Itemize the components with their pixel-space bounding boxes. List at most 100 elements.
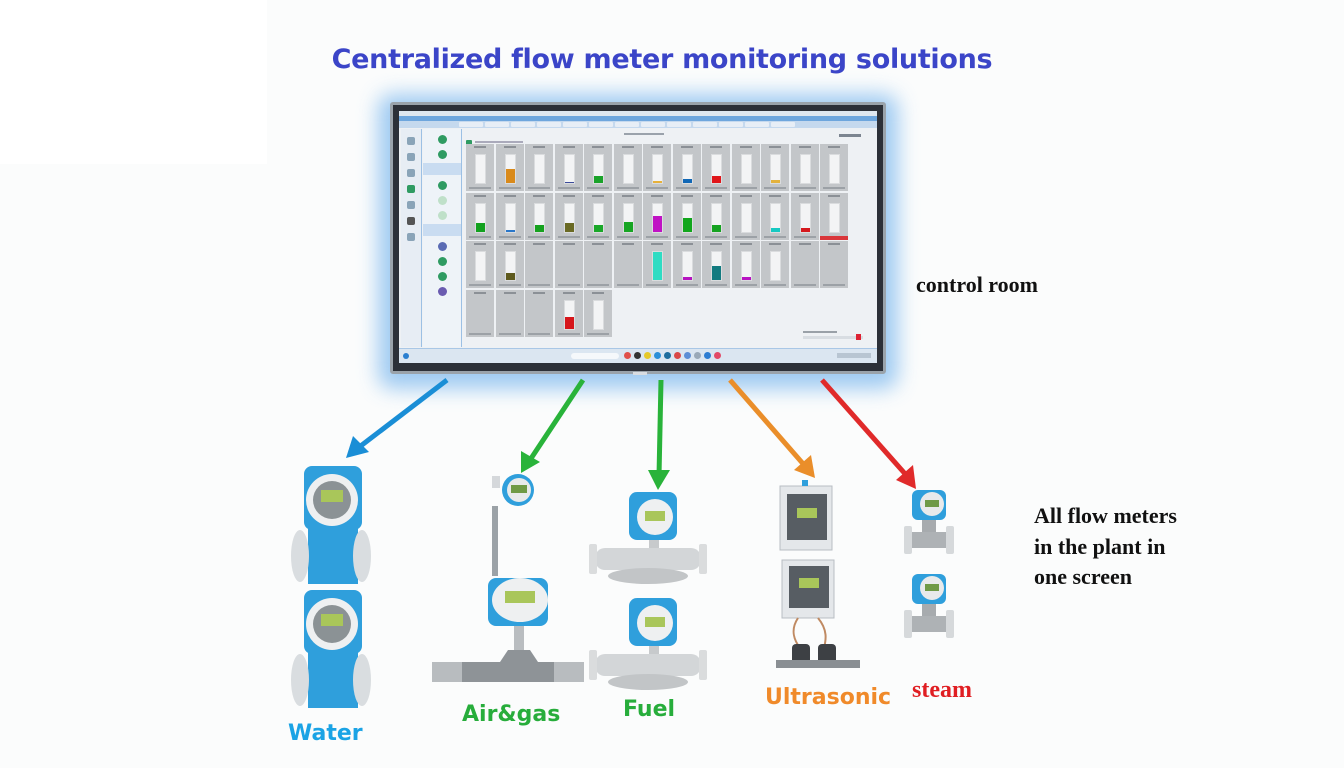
screen-titlebar: [399, 111, 877, 116]
tile-footer: [498, 235, 521, 238]
level-gauge: [799, 154, 811, 184]
flow-meter-tile[interactable]: [643, 192, 671, 240]
flow-meter-tile[interactable]: [820, 144, 848, 191]
level-fill: [623, 221, 633, 232]
flow-meter-tile[interactable]: [495, 192, 524, 240]
tile-footer: [469, 284, 491, 286]
flow-meter-tile[interactable]: [643, 241, 671, 288]
system-tray: [837, 353, 871, 358]
flow-meter-tile[interactable]: [613, 144, 642, 191]
level-gauge: [593, 202, 604, 233]
flow-meter-tile[interactable]: [672, 144, 701, 191]
tile-header: [621, 243, 634, 245]
flow-meter-tile[interactable]: [761, 144, 789, 191]
flow-meter-tile[interactable]: [761, 192, 789, 240]
level-gauge: [563, 154, 575, 184]
flow-meter-tile[interactable]: [525, 144, 553, 191]
category-label-water: Water: [288, 721, 363, 746]
page-title: Centralized flow meter monitoring soluti…: [331, 44, 993, 75]
flow-meter-tile[interactable]: [790, 192, 819, 240]
flow-meter-tile[interactable]: [466, 241, 494, 288]
level-gauge: [740, 154, 752, 184]
flow-meter-tile[interactable]: [613, 241, 642, 288]
flow-meter-tile[interactable]: [790, 144, 819, 191]
flow-meter-tile[interactable]: [643, 144, 671, 191]
flow-meter-tile[interactable]: [495, 144, 524, 191]
flow-meter-tile[interactable]: [731, 192, 760, 240]
flow-meter-tile[interactable]: [584, 192, 612, 240]
thermal-mass-flowmeter: [492, 474, 534, 576]
flow-meter-tile[interactable]: [466, 192, 494, 240]
taskbar-app-icon[interactable]: [644, 352, 651, 359]
screen-nav-sidebar: [401, 129, 422, 347]
taskbar-app-icon[interactable]: [714, 352, 721, 359]
tile-footer: [557, 284, 580, 286]
flow-meter-tile[interactable]: [525, 241, 553, 288]
flow-meter-tile[interactable]: [702, 241, 730, 288]
side-note-line: in the plant in: [1034, 533, 1166, 559]
flow-meter-tile[interactable]: [525, 289, 553, 337]
ultrasonic-sensors: [776, 617, 860, 668]
flow-meter-tile[interactable]: [554, 289, 583, 337]
flow-meter-tile[interactable]: [554, 192, 583, 240]
flow-meter-tile[interactable]: [554, 241, 583, 288]
screen-taskbar: [399, 348, 877, 363]
category-label-steam: steam: [912, 677, 972, 703]
flow-meter-tile[interactable]: [820, 192, 848, 240]
dashboard-legend: [803, 331, 863, 341]
level-fill: [653, 252, 662, 280]
flow-meter-tile[interactable]: [820, 241, 848, 288]
level-fill: [771, 228, 780, 232]
flow-meter-tile[interactable]: [525, 192, 553, 240]
flow-meter-tile[interactable]: [466, 144, 494, 191]
tile-header: [621, 146, 634, 148]
flow-meter-tile[interactable]: [554, 144, 583, 191]
taskbar-app-icon[interactable]: [684, 352, 691, 359]
tile-footer: [646, 284, 668, 286]
flow-meter-tile[interactable]: [731, 241, 760, 288]
tile-header: [798, 243, 811, 245]
flow-meter-tile[interactable]: [790, 241, 819, 288]
flow-meter-tile[interactable]: [702, 144, 730, 191]
level-gauge: [829, 202, 840, 233]
start-icon: [403, 353, 409, 359]
flow-meter-tile[interactable]: [584, 144, 612, 191]
level-gauge: [652, 154, 663, 184]
coriolis-flowmeter: [589, 598, 707, 690]
monitor-logo: [633, 372, 647, 375]
flow-meter-tile[interactable]: [702, 192, 730, 240]
flow-meter-tile[interactable]: [613, 192, 642, 240]
taskbar-app-icon[interactable]: [694, 352, 701, 359]
level-gauge: [475, 251, 486, 281]
taskbar-search: [571, 353, 619, 359]
taskbar-app-icon[interactable]: [664, 352, 671, 359]
level-gauge: [475, 154, 486, 184]
taskbar-app-icon[interactable]: [634, 352, 641, 359]
flow-meter-tile[interactable]: [584, 289, 612, 337]
level-fill: [564, 181, 574, 183]
level-gauge: [622, 202, 634, 233]
taskbar-app-icon[interactable]: [654, 352, 661, 359]
taskbar-app-icon[interactable]: [674, 352, 681, 359]
tile-footer: [557, 187, 580, 189]
tile-footer: [705, 284, 727, 286]
flow-meter-tile[interactable]: [672, 192, 701, 240]
flow-meter-tile[interactable]: [731, 144, 760, 191]
flow-meter-tile[interactable]: [495, 241, 524, 288]
arrow-steam: [820, 378, 916, 489]
level-gauge: [563, 202, 575, 233]
taskbar-app-icon[interactable]: [704, 352, 711, 359]
flow-meter-tile[interactable]: [466, 289, 494, 337]
screen-menubar: [399, 116, 877, 121]
flow-meter-tile[interactable]: [584, 241, 612, 288]
taskbar-app-icon[interactable]: [624, 352, 631, 359]
arrow-ultrasonic: [728, 378, 815, 478]
level-fill: [505, 229, 515, 232]
level-fill: [653, 216, 662, 232]
tile-header: [651, 194, 663, 197]
tile-header: [562, 243, 575, 245]
flow-meter-tile[interactable]: [495, 289, 524, 337]
flow-meter-tile[interactable]: [761, 241, 789, 288]
flow-meter-tile[interactable]: [672, 241, 701, 288]
tile-header: [503, 194, 516, 197]
